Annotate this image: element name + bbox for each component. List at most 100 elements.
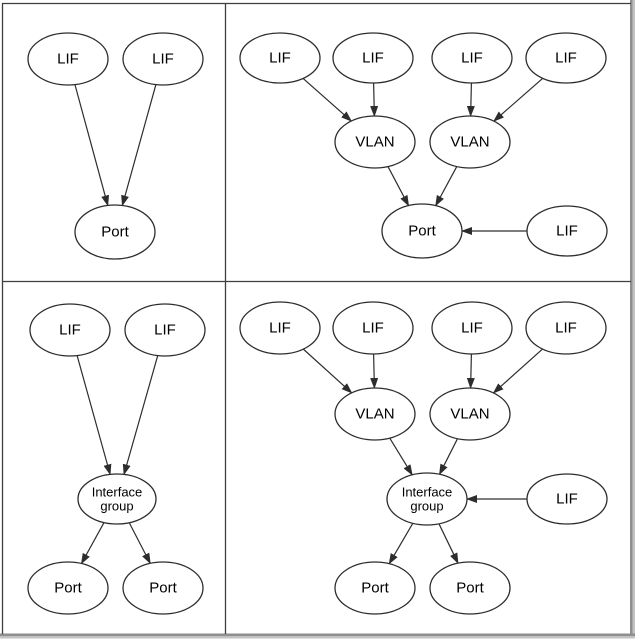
right-edge-light <box>632 0 635 638</box>
edge-q1-lif-1-to-q1-port <box>74 84 110 207</box>
node-label: Port <box>149 580 177 597</box>
node-label: LIF <box>556 223 578 240</box>
vlan-node: VLAN <box>429 115 511 169</box>
edge-q3-lif-1-to-q3-ifgrp <box>76 355 112 476</box>
edge-q2-lif-3-to-q2-vlan-2 <box>466 82 475 118</box>
edge-q2-lif-2-to-q2-vlan-1 <box>370 82 379 118</box>
node-label: Port <box>361 580 389 597</box>
port-node: Port <box>27 561 109 615</box>
interface-group-node-shape <box>77 473 157 525</box>
edge-q2-vlan-1-to-q2-port <box>387 166 410 207</box>
node-label: LIF <box>269 50 291 67</box>
node-label: Port <box>408 223 436 240</box>
lif-node-shape <box>122 32 204 86</box>
port-node-shape <box>334 561 416 615</box>
port-node-shape <box>381 203 463 259</box>
lif-node-shape <box>526 205 608 257</box>
lif-node: LIF <box>124 303 206 357</box>
vlan-node: VLAN <box>429 387 511 441</box>
node-label: LIF <box>152 51 174 68</box>
node-label: Port <box>456 580 484 597</box>
node-label: LIF <box>461 320 483 337</box>
node-label: VLAN <box>355 134 394 151</box>
vlan-node-shape <box>429 387 511 441</box>
lif-node-shape <box>525 32 607 84</box>
lif-node-shape <box>431 301 513 355</box>
port-node-shape <box>122 561 204 615</box>
port-node: Port <box>122 561 204 615</box>
node-label: VLAN <box>450 134 489 151</box>
edge-q4-lif-2-to-q4-vlan-1 <box>370 353 379 390</box>
node-label: VLAN <box>355 406 394 423</box>
lif-node: LIF <box>239 301 321 355</box>
node-label: LIF <box>154 322 176 339</box>
node-label: LIF <box>59 322 81 339</box>
port-node-shape <box>27 561 109 615</box>
interface-group-node-shape <box>386 472 468 526</box>
edge-q3-ifgrp-to-q3-port-2 <box>128 522 151 565</box>
lif-node: LIF <box>332 32 414 84</box>
lif-node-shape <box>239 32 321 84</box>
node-label: LIF <box>556 491 578 508</box>
node-label: Port <box>54 580 82 597</box>
right-edge-dark <box>630 0 633 638</box>
lif-node: LIF <box>122 32 204 86</box>
lif-node: LIF <box>29 303 111 357</box>
edge-q2-vlan-2-to-q2-port <box>435 166 458 207</box>
edge-q4-ifgrp-to-q4-port-2 <box>438 523 459 565</box>
port-node-shape <box>429 561 511 615</box>
lif-node: LIF <box>526 473 608 525</box>
edge-q4-lif-3-to-q4-vlan-2 <box>466 353 475 390</box>
port-node-shape <box>74 204 156 260</box>
vlan-node: VLAN <box>334 387 416 441</box>
port-node: Port <box>429 561 511 615</box>
node-label: LIF <box>57 51 79 68</box>
lif-node: LIF <box>239 32 321 84</box>
edge-q2-lif-1-to-q2-vlan-1 <box>302 77 353 122</box>
lif-node-shape <box>332 32 414 84</box>
lif-node-shape <box>332 301 414 355</box>
bottom-edge-dark <box>0 633 635 636</box>
node-label: LIF <box>555 50 577 67</box>
vlan-node-shape <box>334 115 416 169</box>
lif-node-shape <box>526 473 608 525</box>
lif-node-shape <box>29 303 111 357</box>
vlan-node-shape <box>429 115 511 169</box>
bottom-edge-light <box>0 636 635 639</box>
edge-q3-ifgrp-to-q3-port-1 <box>80 522 105 565</box>
node-label: LIF <box>555 320 577 337</box>
lif-node: LIF <box>27 32 109 86</box>
lif-node-shape <box>239 301 321 355</box>
edge-q3-lif-2-to-q3-ifgrp <box>122 355 159 476</box>
lif-node-shape <box>431 32 513 84</box>
node-label: Port <box>101 224 129 241</box>
port-node: Port <box>334 561 416 615</box>
edge-q4-ifgrp-to-q4-port-1 <box>388 523 414 565</box>
edge-q2-lif-4-to-q2-vlan-2 <box>493 77 544 122</box>
node-label: LIF <box>362 50 384 67</box>
vlan-node-shape <box>334 387 416 441</box>
edge-q4-vlan-1-to-q4-ifgrp <box>389 437 413 476</box>
port-node: Port <box>381 203 463 259</box>
vlan-node: VLAN <box>334 115 416 169</box>
edge-q4-lif-1-to-q4-vlan-1 <box>302 348 353 394</box>
port-node: Port <box>74 204 156 260</box>
node-label: LIF <box>362 320 384 337</box>
lif-node: LIF <box>431 301 513 355</box>
node-label: VLAN <box>450 406 489 423</box>
lif-node-shape <box>525 301 607 355</box>
lif-node-shape <box>124 303 206 357</box>
lif-node: LIF <box>431 32 513 84</box>
edge-q1-lif-2-to-q1-port <box>121 84 157 207</box>
edge-q4-lif-4-to-q4-vlan-2 <box>492 348 543 394</box>
lif-node: LIF <box>526 205 608 257</box>
lif-node: LIF <box>525 32 607 84</box>
node-label: LIF <box>269 320 291 337</box>
lif-node: LIF <box>525 301 607 355</box>
